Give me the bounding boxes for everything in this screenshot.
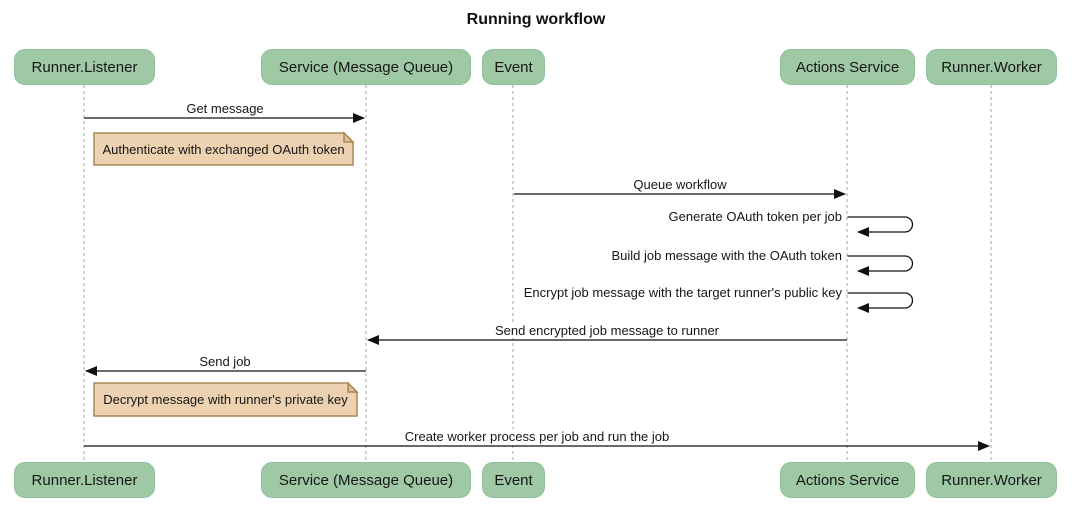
message-label-build-job-message: Build job message with the OAuth token: [608, 248, 845, 263]
actor-label: Service (Message Queue): [278, 471, 454, 489]
message-label-generate-oauth-token: Generate OAuth token per job: [665, 209, 845, 224]
actor-top-runner-worker: Runner.Worker: [926, 49, 1057, 85]
note-shape-authenticate: [93, 132, 354, 166]
arrow-self-encrypt-job-message: [847, 292, 914, 313]
note-shape-decrypt: [93, 382, 358, 417]
actor-bottom-actions-service: Actions Service: [780, 462, 915, 498]
actor-bottom-event: Event: [482, 462, 545, 498]
actor-label: Runner.Worker: [941, 471, 1042, 489]
note-label-authenticate: Authenticate with exchanged OAuth token: [102, 141, 345, 157]
arrow-self-generate-oauth-token: [847, 216, 914, 237]
message-label-get-message: Get message: [183, 101, 267, 116]
note-label-decrypt: Decrypt message with runner's private ke…: [103, 392, 348, 407]
actor-top-actions-service: Actions Service: [780, 49, 915, 85]
actor-label: Actions Service: [795, 471, 900, 489]
actor-top-service-message-queue: Service (Message Queue): [261, 49, 471, 85]
actor-label: Event: [494, 58, 533, 76]
actor-top-runner-listener: Runner.Listener: [14, 49, 155, 85]
message-label-send-job: Send job: [196, 354, 254, 369]
actor-label: Event: [494, 471, 533, 489]
note-fold-authenticate: [343, 131, 355, 143]
actor-bottom-runner-worker: Runner.Worker: [926, 462, 1057, 498]
diagram-title: Running workflow: [466, 11, 606, 28]
message-label-send-encrypted-job: Send encrypted job message to runner: [491, 323, 723, 338]
actor-label: Service (Message Queue): [278, 58, 454, 76]
message-label-create-worker-process: Create worker process per job and run th…: [401, 429, 673, 444]
actor-bottom-runner-listener: Runner.Listener: [14, 462, 155, 498]
message-label-queue-workflow: Queue workflow: [630, 177, 730, 192]
note-fold-decrypt: [347, 381, 359, 393]
actor-bottom-service-message-queue: Service (Message Queue): [261, 462, 471, 498]
arrow-self-build-job-message: [847, 255, 914, 276]
actor-label: Actions Service: [795, 58, 900, 76]
message-label-encrypt-job-message: Encrypt job message with the target runn…: [520, 285, 845, 300]
actor-top-event: Event: [482, 49, 545, 85]
actor-label: Runner.Listener: [31, 471, 138, 489]
actor-label: Runner.Listener: [31, 58, 138, 76]
actor-label: Runner.Worker: [941, 58, 1042, 76]
